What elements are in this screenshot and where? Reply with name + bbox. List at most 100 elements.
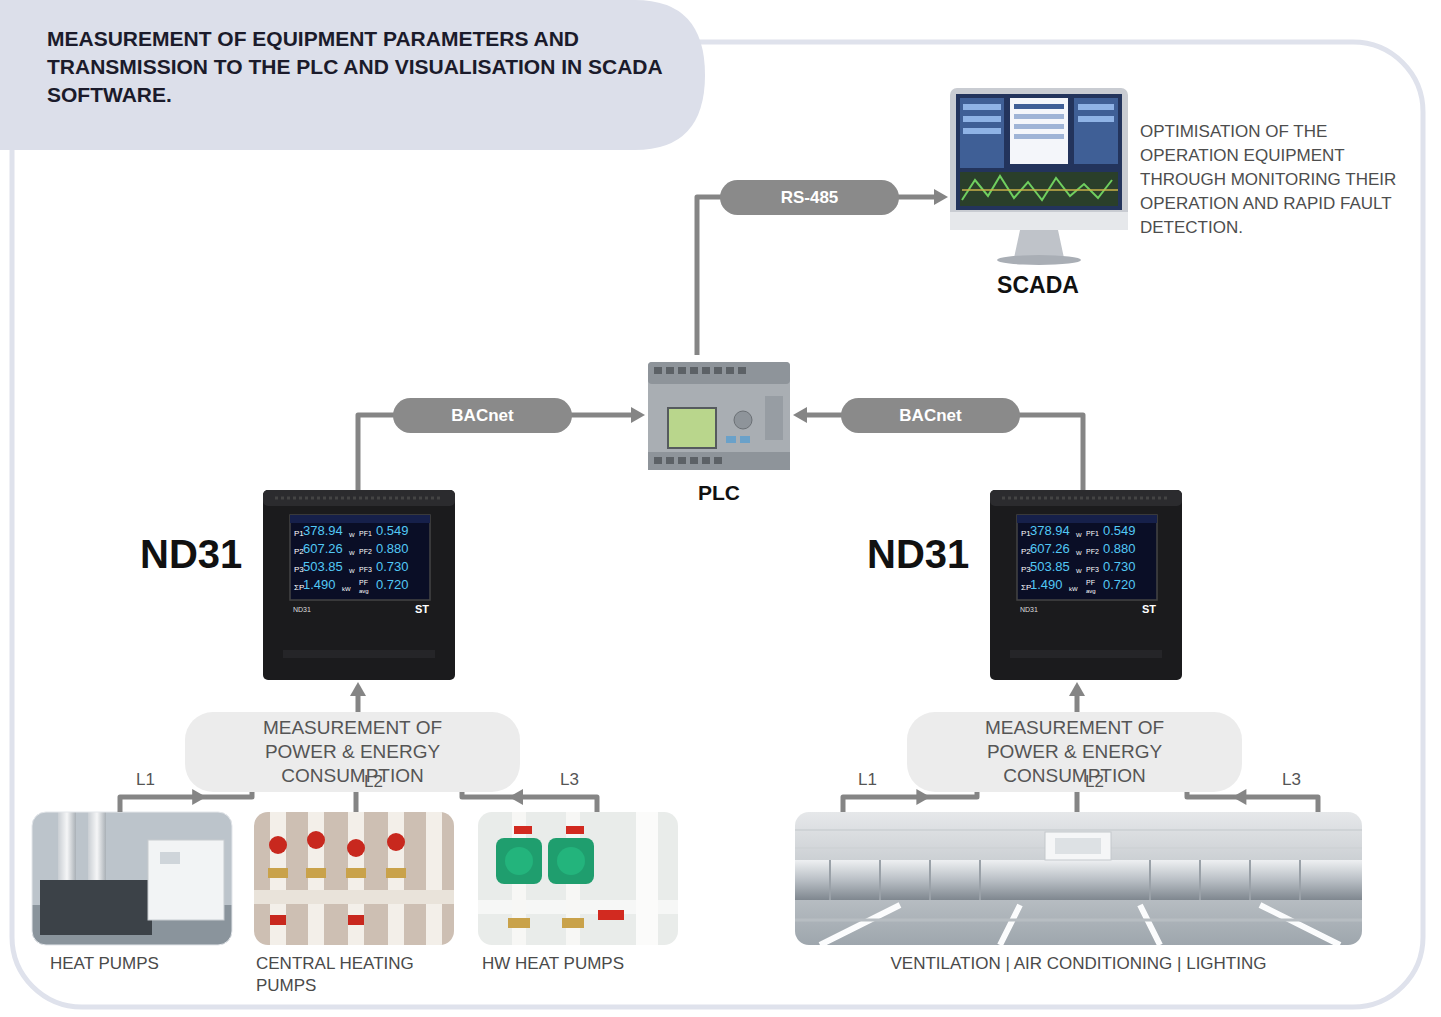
equipment-photo: HW HEAT PUMPS (478, 812, 678, 977)
diagram-title: MEASUREMENT OF EQUIPMENT PARAMETERS AND … (47, 25, 667, 109)
screen-reading: 1.490 (1030, 578, 1063, 591)
node-text: MEASUREMENT OF POWER & ENERGY CONSUMPTIO… (952, 716, 1197, 788)
note-text: OPTIMISATION OF THE OPERATION EQUIPMENT … (1140, 120, 1402, 240)
screen-reading: P3 (294, 566, 304, 574)
screen-reading: ND31 (1020, 606, 1038, 613)
connector-line (462, 792, 597, 812)
screen-reading: 503.85 (303, 560, 343, 573)
screen-reading: ΣP (1021, 584, 1031, 592)
screen-reading: PF (1086, 579, 1095, 586)
central-heating-photo (254, 812, 454, 945)
connector (462, 789, 597, 812)
screen-reading: ΣP (294, 584, 304, 592)
screen-reading: 0.549 (376, 524, 409, 537)
protocol-label: BACnet (393, 398, 572, 433)
screen-reading: PF2 (359, 548, 372, 555)
screen-reading: 0.880 (1103, 542, 1136, 555)
screen-reading: PF3 (1086, 566, 1099, 573)
connector-line (697, 197, 938, 355)
screen-reading: 503.85 (1030, 560, 1070, 573)
arrow-head (350, 682, 366, 696)
photo-frame (32, 812, 232, 945)
connector (1187, 789, 1318, 812)
screen-reading: ST (1142, 604, 1156, 615)
screen-reading: PF3 (359, 566, 372, 573)
screen-reading: P2 (1021, 548, 1031, 556)
arrow-head (1232, 789, 1246, 805)
screen-reading: 0.730 (1103, 560, 1136, 573)
screen-reading: 0.549 (1103, 524, 1136, 537)
screen-reading: W (349, 568, 355, 574)
node-text: CENTRAL HEATING PUMPS (256, 953, 459, 997)
measurement-pill: MEASUREMENT OF POWER & ENERGY CONSUMPTIO… (185, 712, 520, 792)
screen-reading: 0.720 (1103, 578, 1136, 591)
screen-reading: PF1 (1086, 530, 1099, 537)
title-bubble (0, 0, 705, 150)
screen-reading: kW (342, 586, 351, 592)
screen-reading: avg (1086, 588, 1096, 594)
phase-label: L1 (858, 770, 877, 790)
phase-label: L1 (136, 770, 155, 790)
screen-reading: 607.26 (1030, 542, 1070, 555)
scada-station: SCADA (948, 85, 1128, 300)
node-text: HEAT PUMPS (50, 953, 232, 975)
connector-line (1187, 792, 1318, 812)
screen-reading: 378.94 (1030, 524, 1070, 537)
node-text: VENTILATION | AIR CONDITIONING | LIGHTIN… (795, 953, 1362, 975)
screen-reading: 1.490 (303, 578, 336, 591)
connector (1069, 682, 1085, 712)
phase-label: L2 (1085, 772, 1104, 792)
scada-monitor (950, 88, 1128, 265)
meter-device (990, 490, 1182, 680)
connector (356, 792, 357, 812)
plc-unit (648, 362, 790, 470)
screen-reading: avg (359, 588, 369, 594)
equipment-photo: CENTRAL HEATING PUMPS (254, 812, 459, 1002)
phase-label: L3 (560, 770, 579, 790)
meter-device (263, 490, 455, 680)
phase-label: L2 (364, 772, 383, 792)
screen-reading: P3 (1021, 566, 1031, 574)
connector-line (354, 792, 359, 812)
screen-reading: ST (415, 604, 429, 615)
connector (843, 789, 977, 812)
arrow-head (934, 189, 948, 205)
arrow-head (793, 407, 807, 423)
arrow-head (509, 789, 523, 805)
phase-label: L3 (1282, 770, 1301, 790)
node-text: PLC (698, 480, 740, 505)
plc-controller: PLC (645, 355, 793, 505)
screen-reading: ND31 (293, 606, 311, 613)
ventilation-photo (795, 812, 1362, 945)
heat-pumps-photo (32, 812, 232, 945)
node-text: MEASUREMENT OF POWER & ENERGY CONSUMPTIO… (230, 716, 475, 788)
outer-frame (12, 42, 1423, 1007)
protocol-label: BACnet (841, 398, 1020, 433)
screen-reading: PF (359, 579, 368, 586)
screen-reading: W (1076, 550, 1082, 556)
screen-reading: W (349, 532, 355, 538)
connector (350, 682, 366, 712)
screen-reading: W (1076, 532, 1082, 538)
screen-reading: P2 (294, 548, 304, 556)
screen-reading: W (1076, 568, 1082, 574)
connector-line (120, 792, 252, 812)
screen-reading: 0.730 (376, 560, 409, 573)
screen-reading: P1 (294, 530, 304, 538)
screen-reading: 0.880 (376, 542, 409, 555)
connector (120, 789, 252, 812)
arrow-head (192, 789, 206, 805)
node-text: HW HEAT PUMPS (482, 953, 678, 975)
screen-reading: 378.94 (303, 524, 343, 537)
screen-reading: P1 (1021, 530, 1031, 538)
equipment-photo: VENTILATION | AIR CONDITIONING | LIGHTIN… (795, 812, 1362, 977)
screen-reading: 0.720 (376, 578, 409, 591)
equipment-photo: HEAT PUMPS (32, 812, 232, 977)
screen-reading: 607.26 (303, 542, 343, 555)
connector-line (843, 792, 977, 812)
arrow-head (1069, 682, 1085, 696)
screen-reading: PF1 (359, 530, 372, 537)
protocol-label: RS-485 (720, 180, 899, 215)
hw-heat-pumps-photo (478, 812, 678, 945)
